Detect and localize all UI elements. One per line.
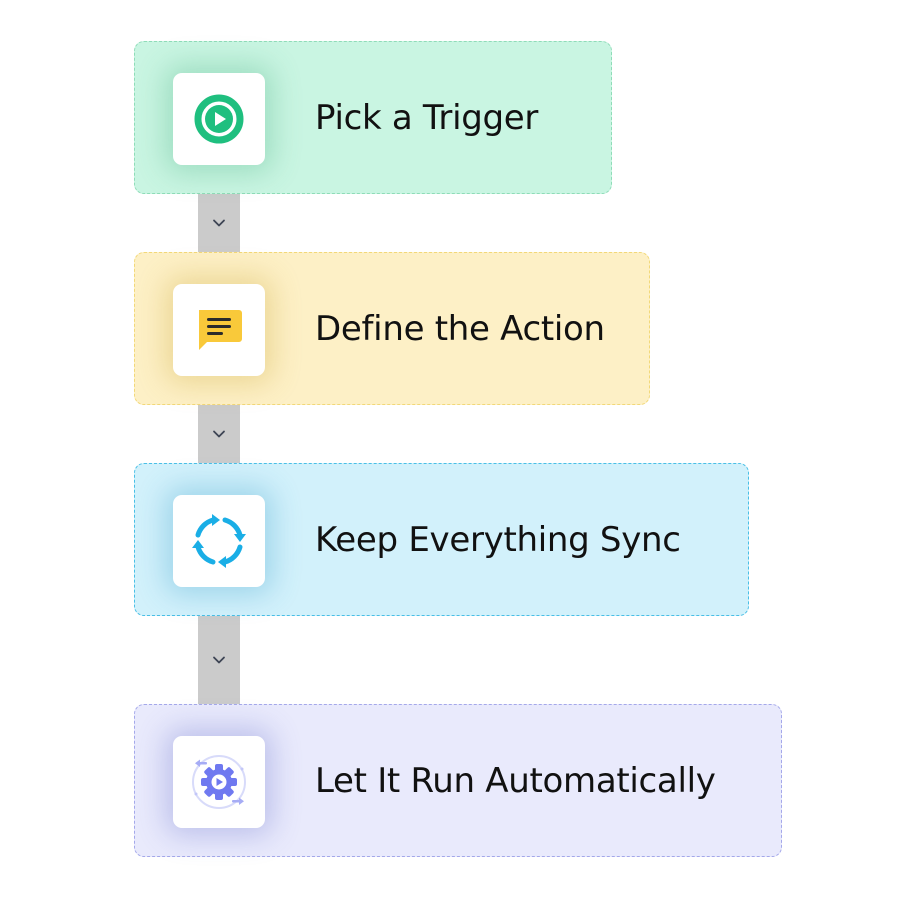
icon-tile <box>173 73 265 165</box>
message-icon <box>199 310 242 350</box>
icon-tile <box>173 495 265 587</box>
step-card-action: Define the Action <box>134 252 650 405</box>
step-card-trigger: Pick a Trigger <box>134 41 612 194</box>
connector-2 <box>198 404 240 464</box>
step-label: Define the Action <box>315 308 605 349</box>
chevron-down-icon <box>213 430 225 438</box>
step-card-automation: Let It Run Automatically <box>134 704 782 857</box>
automation-gear-icon <box>192 755 246 809</box>
chevron-down-icon <box>213 219 225 227</box>
connector-1 <box>198 193 240 253</box>
play-circle-icon <box>194 94 244 144</box>
step-label: Pick a Trigger <box>315 97 539 138</box>
connector-3 <box>198 615 240 705</box>
step-label: Keep Everything Sync <box>315 519 681 560</box>
step-label: Let It Run Automatically <box>315 760 716 801</box>
sync-icon <box>192 514 246 568</box>
chevron-down-icon <box>213 656 225 664</box>
icon-tile <box>173 736 265 828</box>
icon-tile <box>173 284 265 376</box>
step-card-sync: Keep Everything Sync <box>134 463 749 616</box>
